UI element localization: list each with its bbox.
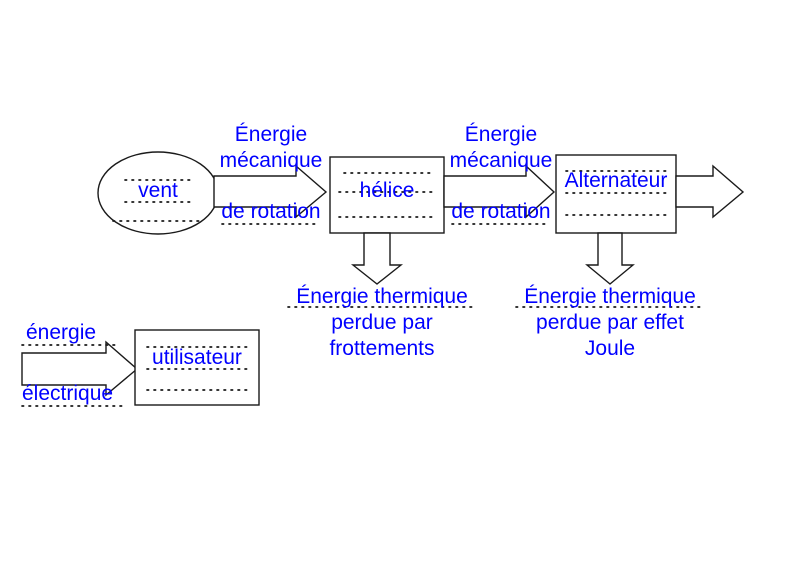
loss-label-frottements-line1: Énergie thermique [296,285,468,308]
arrow-helice-to-alternateur [443,164,556,219]
loss-label-frottements-line2: perdue par [331,311,433,334]
loss-label-joule-line3: Joule [584,337,636,360]
flow-label-2-line2: mécanique [449,149,553,172]
arrow-output-to-utilisateur [21,340,139,397]
loss-label-joule-line2: perdue par effet [536,311,684,334]
flow-label-1-line1: Énergie [234,123,308,146]
loss-label-joule-line1: Énergie thermique [524,285,696,308]
flow-label-1-line2: mécanique [219,149,323,172]
arrow-alternateur-loss-down [585,232,635,285]
arrow-alternateur-output [675,164,745,219]
arrow-helice-loss-down [350,232,404,285]
node-alternateur-rect [555,154,677,234]
output-label-line2: électrique [22,382,114,405]
node-utilisateur-rect [134,329,260,406]
node-alternateur-label: Alternateur [564,169,668,192]
node-vent-label: vent [138,179,178,202]
loss-label-frottements-line3: frottements [329,337,435,360]
output-label-line1: énergie [26,321,97,344]
node-helice-label: hélice [359,179,415,202]
flow-label-2-line3: de rotation [451,200,551,223]
arrow-vent-to-helice [213,164,328,219]
node-utilisateur-label: utilisateur [152,346,242,369]
flow-label-1-line3: de rotation [221,200,321,223]
flow-label-2-line1: Énergie [464,123,538,146]
